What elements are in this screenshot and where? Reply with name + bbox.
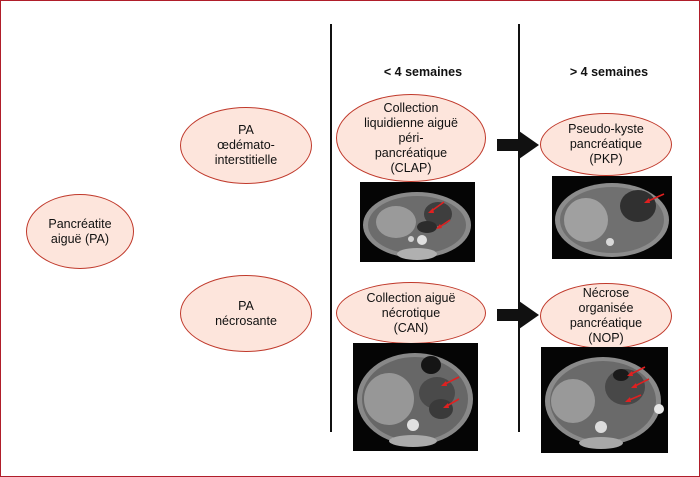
node-can: Collection aiguë nécrotique (CAN) <box>336 282 486 344</box>
column-header-gt4: > 4 semaines <box>569 65 649 79</box>
arrow-can-to-nop <box>497 301 539 329</box>
ct-scan-nop <box>541 347 668 453</box>
node-pa-oedemato-interstitielle: PA œdémato- interstitielle <box>180 107 312 184</box>
ct-scan-clap <box>360 182 475 262</box>
node-pkp: Pseudo-kyste pancréatique (PKP) <box>540 113 672 176</box>
column-divider-left <box>330 24 332 432</box>
arrow-clap-to-pkp <box>497 131 539 159</box>
ct-scan-can <box>353 343 478 451</box>
column-divider-right <box>518 24 520 432</box>
ct-scan-pkp <box>552 176 672 259</box>
node-pancreatite-aigue: Pancréatite aiguë (PA) <box>26 194 134 269</box>
node-nop: Nécrose organisée pancréatique (NOP) <box>540 283 672 349</box>
node-pa-necrosante: PA nécrosante <box>180 275 312 352</box>
column-header-lt4: < 4 semaines <box>383 65 463 79</box>
node-clap: Collection liquidienne aiguë péri- pancr… <box>336 94 486 182</box>
